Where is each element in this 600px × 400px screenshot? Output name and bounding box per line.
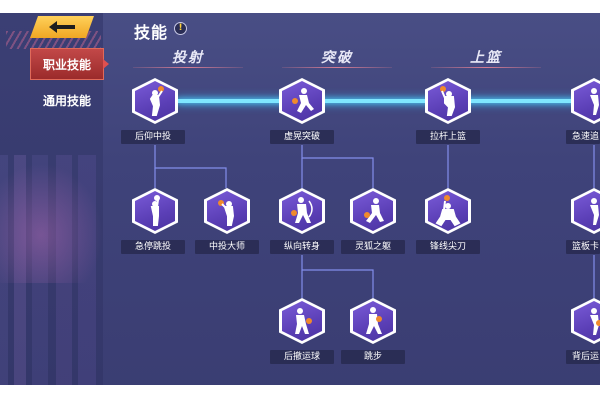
skill-label: 后仰中投	[121, 130, 185, 144]
skill-node-speed-chase[interactable]	[571, 78, 600, 130]
skill-node-euro-step[interactable]	[350, 298, 400, 350]
skill-node-agile-fox[interactable]	[350, 188, 400, 240]
wing-blade-icon	[435, 195, 461, 227]
skill-label: 急停跳投	[121, 240, 185, 254]
skill-node-pull-up-jumper[interactable]	[132, 188, 182, 240]
skill-tree-main-link	[176, 99, 600, 103]
agile-fox-icon	[364, 198, 384, 223]
sidebar-glow	[0, 163, 103, 283]
skill-label: 跳步	[341, 350, 405, 364]
skill-label: 篮板卡	[566, 240, 600, 254]
back-arrow-icon	[47, 19, 77, 35]
fake-drive-icon	[292, 88, 314, 113]
skill-label: 纵向转身	[270, 240, 334, 254]
midrange-master-icon	[218, 200, 235, 226]
bottom-border	[0, 385, 600, 400]
active-tab-pointer-icon	[103, 59, 109, 69]
skill-node-fadeaway-shot[interactable]	[132, 78, 182, 130]
reverse-layup-icon	[440, 86, 456, 116]
skill-node-spin-move[interactable]	[279, 188, 329, 240]
top-border	[0, 0, 600, 13]
skill-node-step-back-dribble[interactable]	[279, 298, 329, 350]
back-button[interactable]	[30, 16, 94, 38]
city-backdrop	[0, 155, 103, 385]
skill-label: 锋线尖刀	[416, 240, 480, 254]
skill-label: 急速追	[566, 130, 600, 144]
skill-node-rebound-box[interactable]	[571, 188, 600, 240]
column-header-breakthrough: 突破	[282, 46, 392, 68]
behind-back-dribble-icon	[590, 308, 600, 335]
skill-node-fake-drive[interactable]	[279, 78, 329, 130]
skill-label: 虚晃突破	[270, 130, 334, 144]
skill-label: 灵狐之躯	[341, 240, 405, 254]
pull-up-jumper-icon	[150, 195, 160, 226]
column-header-layup: 上篮	[431, 46, 541, 68]
skill-label: 中投大师	[195, 240, 259, 254]
skill-node-wing-blade[interactable]	[425, 188, 475, 240]
skill-label: 后撤运球	[270, 350, 334, 364]
tab-career-skills[interactable]: 职业技能	[30, 48, 104, 80]
column-header-shooting: 投射	[133, 46, 243, 68]
skill-node-reverse-layup[interactable]	[425, 78, 475, 130]
info-icon[interactable]: !	[174, 22, 187, 35]
skill-node-midrange-master[interactable]	[204, 188, 254, 240]
skill-label: 拉杆上篮	[416, 130, 480, 144]
rebound-box-icon	[590, 198, 599, 225]
speed-chase-icon	[590, 88, 599, 115]
step-back-dribble-icon	[295, 308, 312, 334]
spin-move-icon	[291, 197, 313, 223]
euro-step-icon	[366, 307, 382, 334]
skill-label: 背后运	[566, 350, 600, 364]
skill-node-behind-back-dribble[interactable]	[571, 298, 600, 350]
page-title: 技能	[134, 23, 169, 42]
fadeaway-shot-icon	[149, 86, 164, 116]
tab-general-skills[interactable]: 通用技能	[42, 93, 91, 108]
